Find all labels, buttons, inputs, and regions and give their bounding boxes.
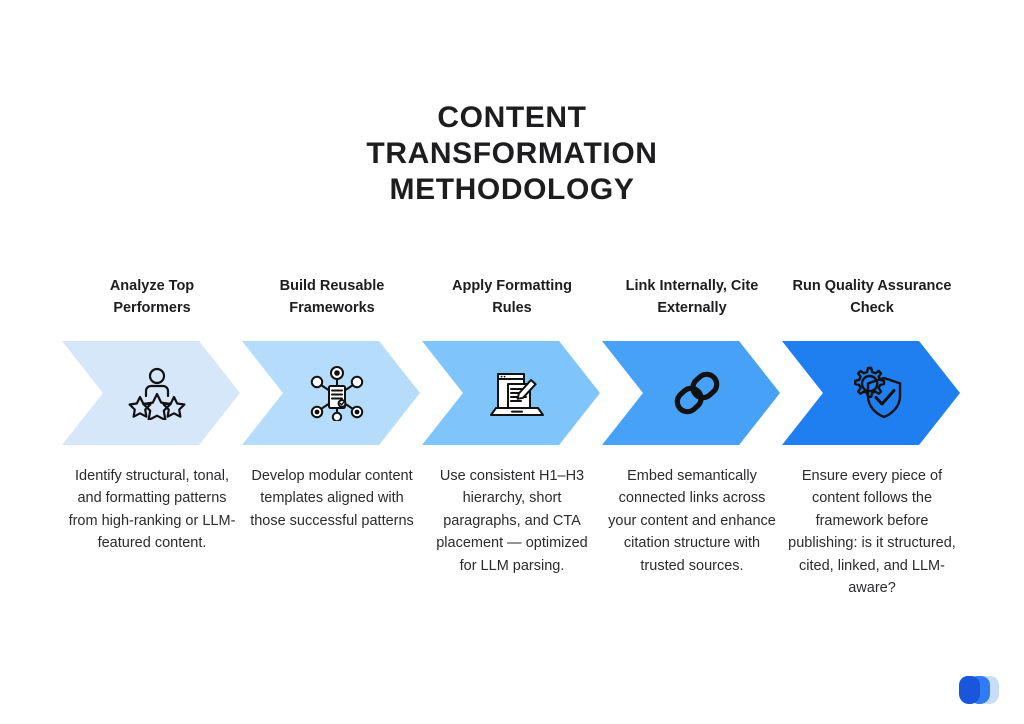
title-container: CONTENT TRANSFORMATION METHODOLOGY bbox=[0, 100, 1024, 208]
network-document-nodes-icon bbox=[242, 341, 420, 445]
step-3-arrow-slot bbox=[422, 341, 602, 445]
process-step-4: Link Internally, Cite Externally Embed s… bbox=[602, 275, 782, 577]
step-3-body: Use consistent H1–H3 hierarchy, short pa… bbox=[436, 468, 588, 574]
step-4-arrow-slot bbox=[602, 341, 782, 445]
brand-logo bbox=[956, 674, 1002, 706]
process-step-5: Run Quality Assurance Check Ensure every… bbox=[782, 275, 962, 600]
step-2-heading: Build Reusable Frameworks bbox=[279, 278, 385, 317]
step-2-arrow-slot bbox=[242, 341, 422, 445]
step-5-heading: Run Quality Assurance Check bbox=[792, 278, 952, 317]
step-1-arrow-slot bbox=[62, 341, 242, 445]
chain-link-icon bbox=[602, 341, 780, 445]
process-step-3: Apply Formatting Rules bbox=[422, 275, 602, 577]
step-4-body: Embed semantically connected links acros… bbox=[608, 468, 776, 574]
person-with-stars-icon bbox=[62, 341, 240, 445]
gear-shield-check-icon bbox=[782, 341, 960, 445]
step-3-heading: Apply Formatting Rules bbox=[451, 278, 573, 317]
laptop-document-pencil-icon bbox=[422, 341, 600, 445]
step-1-heading: Analyze Top Performers bbox=[109, 278, 195, 317]
step-4-heading: Link Internally, Cite Externally bbox=[625, 278, 759, 317]
step-5-body: Ensure every piece of content follows th… bbox=[788, 468, 956, 597]
step-5-arrow-slot bbox=[782, 341, 962, 445]
process-steps-row: Analyze Top Performers Identify structur… bbox=[62, 275, 962, 600]
page-title: CONTENT TRANSFORMATION METHODOLOGY bbox=[366, 101, 658, 206]
step-1-body: Identify structural, tonal, and formatti… bbox=[68, 468, 236, 552]
process-step-2: Build Reusable Frameworks bbox=[242, 275, 422, 532]
step-2-body: Develop modular content templates aligne… bbox=[250, 468, 414, 529]
process-step-1: Analyze Top Performers Identify structur… bbox=[62, 275, 242, 555]
